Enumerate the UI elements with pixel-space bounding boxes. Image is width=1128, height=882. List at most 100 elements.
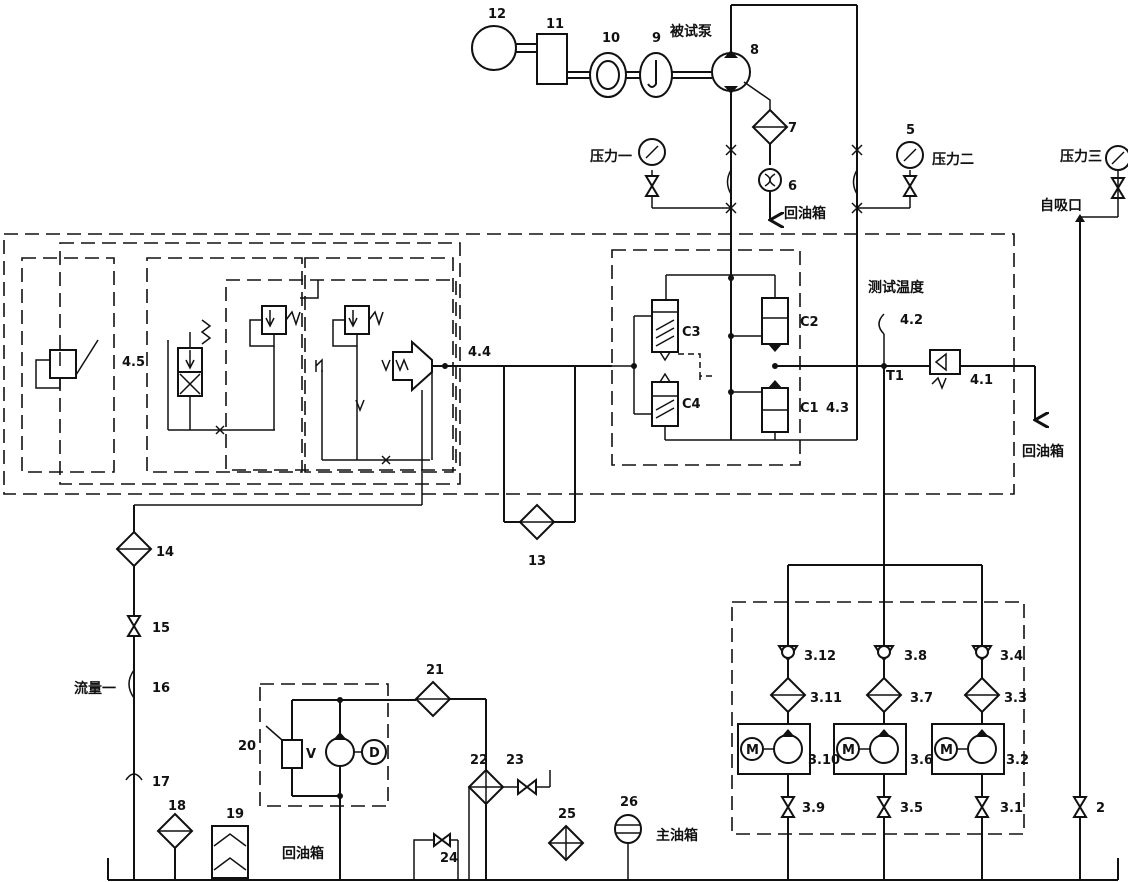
num-16: 16	[152, 681, 170, 696]
cartridge-c2	[761, 297, 789, 345]
valve-23-symbol	[517, 777, 537, 797]
num-4-1: 4.1	[970, 373, 993, 388]
pressure-3-branch	[1072, 145, 1128, 880]
valve-15-symbol	[126, 615, 142, 637]
cartridge-c4	[651, 381, 679, 427]
label-test-temperature: 测试温度	[868, 279, 925, 296]
level-gauge-26	[614, 814, 642, 880]
check-valve-4-1	[929, 349, 961, 375]
num-c1: C1	[800, 401, 819, 416]
logic-valve-4-4	[134, 339, 612, 506]
num-6: 6	[788, 179, 797, 194]
num-3-9: 3.9	[802, 801, 825, 816]
num-5: 5	[906, 123, 915, 138]
num-4-5: 4.5	[122, 355, 145, 370]
num-22: 22	[470, 753, 488, 768]
num-3-11: 3.11	[810, 691, 842, 706]
num-2: 2	[1096, 801, 1105, 816]
num-3-6: 3.6	[910, 753, 933, 768]
num-4-2: 4.2	[900, 313, 923, 328]
num-24: 24	[440, 851, 458, 866]
valve-2-symbol	[1072, 796, 1088, 818]
directional-valve	[167, 319, 275, 435]
drive-train	[471, 25, 751, 98]
num-3-8: 3.8	[904, 649, 927, 664]
num-c4: C4	[682, 397, 701, 412]
pressure-2-branch	[851, 141, 924, 214]
num-17: 17	[152, 775, 170, 790]
filter-18	[156, 812, 194, 880]
label-return-tank-bottom: 回油箱	[282, 845, 324, 862]
relief-valve-4-5	[35, 339, 99, 389]
num-26: 26	[620, 795, 638, 810]
charge-pump-groups	[731, 564, 1025, 880]
temperature-sensor-4-2	[878, 313, 885, 335]
num-t1: T1	[886, 369, 904, 384]
num-23: 23	[506, 753, 524, 768]
num-8: 8	[750, 43, 759, 58]
num-4-3: 4.3	[826, 401, 849, 416]
num-c3: C3	[682, 325, 701, 340]
num-3-5: 3.5	[900, 801, 923, 816]
num-15: 15	[152, 621, 170, 636]
label-return-tank-right: 回油箱	[1022, 443, 1064, 460]
sensor-17-symbol	[125, 773, 143, 781]
tank-bottom-line	[107, 858, 1119, 881]
label-flow-1: 流量一	[74, 680, 116, 697]
flowmeter-16-symbol	[128, 669, 135, 699]
num-3-3: 3.3	[1004, 691, 1027, 706]
pump-group-middle	[833, 645, 907, 818]
aux-pump-symbol	[325, 737, 355, 767]
num-3-2: 3.2	[1006, 753, 1029, 768]
pump-8-lines	[730, 4, 858, 440]
motor-letter-3-6: M	[842, 743, 855, 758]
label-pressure-2: 压力二	[932, 151, 974, 168]
pump-group-right	[931, 645, 1005, 818]
num-4-4: 4.4	[468, 345, 491, 360]
aux-pump-unit-20	[259, 683, 416, 880]
num-c2: C2	[800, 315, 819, 330]
num-21: 21	[426, 663, 444, 678]
num-12: 12	[488, 7, 506, 22]
num-11: 11	[546, 17, 564, 32]
num-3-12: 3.12	[804, 649, 836, 664]
num-13: 13	[528, 554, 546, 569]
num-3-1: 3.1	[1000, 801, 1023, 816]
label-pump-under-test: 被试泵	[670, 23, 712, 40]
num-3-7: 3.7	[910, 691, 933, 706]
text-labels: 被试泵 压力一 压力二 压力三 自吸口 回油箱 回油箱 测试温度 流量一 回油箱…	[74, 23, 1102, 862]
pressure-1-branch	[638, 138, 737, 214]
num-10: 10	[602, 31, 620, 46]
outlet-line	[878, 313, 1035, 565]
num-14: 14	[156, 545, 174, 560]
drain-letter: D	[369, 746, 380, 761]
symbol-letters: M M M D V	[306, 743, 953, 762]
motor-12-symbol	[471, 25, 517, 71]
gearbox-11-symbol	[536, 33, 568, 85]
num-25: 25	[558, 807, 576, 822]
num-19: 19	[226, 807, 244, 822]
filter-21-line	[414, 680, 551, 880]
valve-3-5	[876, 796, 892, 818]
valve-24	[413, 832, 459, 880]
num-18: 18	[168, 799, 186, 814]
component-numbers: 12 11 10 9 8 7 6 5 4.5 4.4 C3 C4 C2 C1 4…	[122, 7, 1105, 866]
valve-3-1	[974, 796, 990, 818]
heater-25	[547, 824, 585, 862]
valve-v-symbol	[281, 739, 303, 769]
label-pressure-1: 压力一	[590, 148, 632, 165]
level-switch-19	[211, 825, 249, 879]
main-manifold-enclosure	[3, 233, 1015, 495]
num-3-10: 3.10	[808, 753, 840, 768]
label-main-tank: 主油箱	[656, 827, 698, 844]
motor-letter-3-10: M	[746, 743, 759, 758]
label-return-tank-top: 回油箱	[784, 205, 826, 222]
num-20: 20	[238, 739, 256, 754]
label-self-suction: 自吸口	[1040, 197, 1082, 214]
num-3-4: 3.4	[1000, 649, 1023, 664]
num-7: 7	[788, 121, 797, 136]
num-9: 9	[652, 31, 661, 46]
left-supply-column	[115, 505, 153, 880]
pump-under-test-8-symbol	[711, 52, 751, 92]
